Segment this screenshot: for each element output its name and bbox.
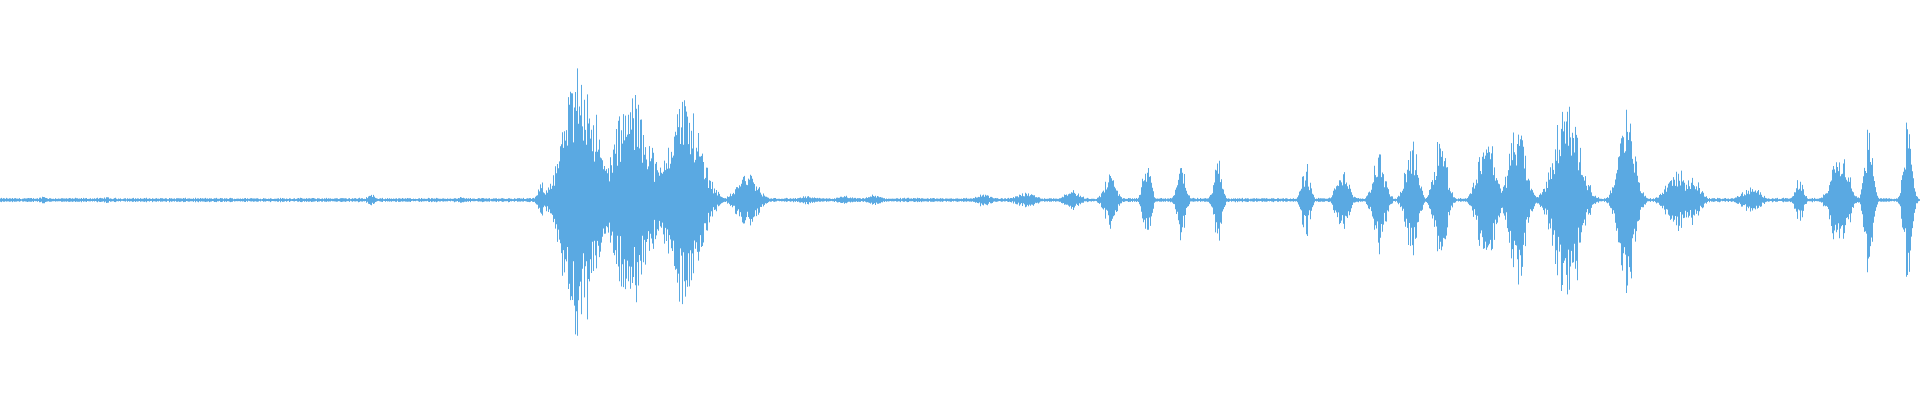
waveform-samples (0, 68, 1920, 336)
waveform-trace (0, 68, 1920, 336)
